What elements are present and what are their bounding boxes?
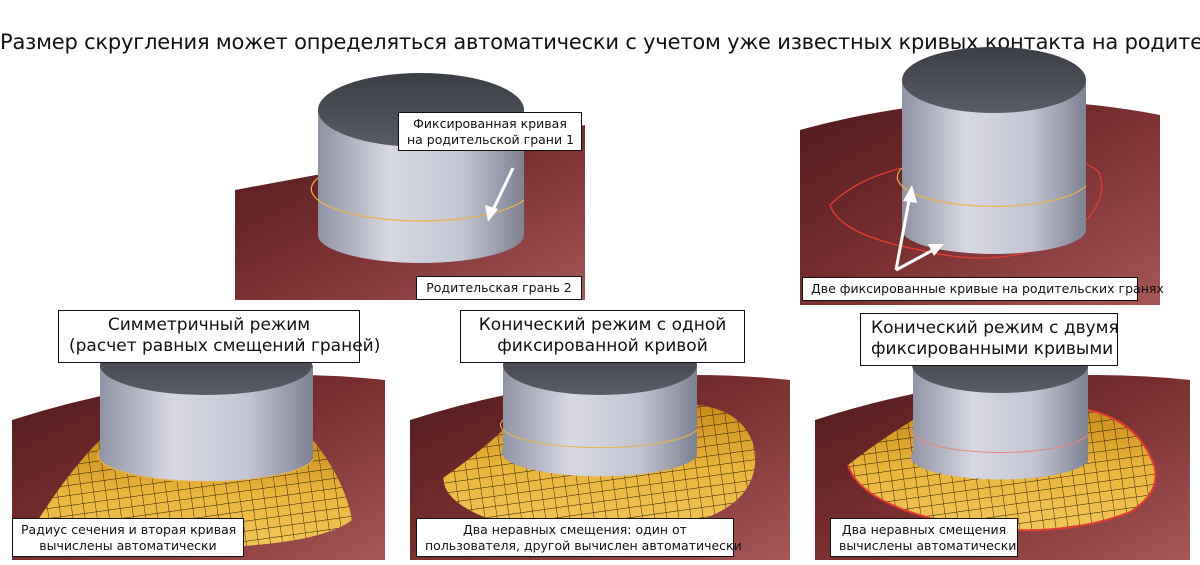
panel-fixed-curve: [235, 73, 585, 300]
symmetric-mode-title: Симметричный режим (расчет равных смещен…: [58, 310, 381, 363]
two-fixed-curves-text: Две фиксированные кривые на родительских…: [811, 281, 1164, 296]
cylinder-body-conic2: [910, 365, 1088, 480]
two-fixed-curves-label: Две фиксированные кривые на родительских…: [802, 277, 1164, 301]
arrow-line: [490, 167, 515, 213]
cylinder-curve-right: [896, 167, 1087, 208]
conic-one-title-line2: фиксированной кривой: [497, 336, 708, 357]
conic-one-note-line1: Два неравных смещения: один от: [463, 522, 687, 537]
conic-one-title: Конический режим с одной фиксированной к…: [460, 310, 745, 363]
symmetric-mode-title-line1: Симметричный режим: [107, 315, 311, 335]
contact-curve-sym: [97, 449, 314, 483]
fixed-curve: [310, 177, 525, 222]
arrow-line-2: [895, 247, 936, 272]
fixed-curve-cylinder: [910, 424, 1089, 453]
contact-curve-conic1: [500, 419, 698, 449]
parent-face-2-text: Родительская грань 2: [426, 280, 572, 295]
conic-two-note-line1: Два неравных смещения: [841, 522, 1007, 537]
fixed-curve-label-line2: на родительской грани 1: [407, 131, 575, 147]
cylinder-body-right: [902, 80, 1086, 254]
symmetric-note: Радиус сечения и вторая кривая вычислены…: [12, 518, 244, 558]
panel-two-fixed-curves: [800, 47, 1160, 306]
symmetric-note-line1: Радиус сечения и вторая кривая: [21, 522, 237, 537]
conic-two-note: Два неравных смещения вычислены автомати…: [830, 518, 1018, 558]
conic-two-title: Конический режим с двумя фиксированными …: [860, 313, 1119, 366]
parent-face-2-label: Родительская грань 2: [416, 276, 582, 300]
fixed-curve-label-line1: Фиксированная кривая: [413, 116, 567, 131]
fixed-curve-label: Фиксированная кривая на родительской гра…: [398, 112, 582, 152]
symmetric-note-line2: вычислены автоматически: [39, 537, 217, 553]
cylinder-body-sym: [98, 365, 313, 482]
fixed-curve-outer: [847, 409, 1157, 532]
symmetric-mode-title-line2: (расчет равных смещений граней): [69, 336, 381, 357]
conic-one-note: Два неравных смещения: один от пользоват…: [416, 518, 742, 558]
arrow-head-1: [903, 185, 917, 203]
arrow-head: [485, 205, 498, 222]
panel-conic-one: [410, 335, 790, 560]
panel-conic-two: [815, 337, 1190, 560]
arrow-line-1: [894, 194, 912, 271]
cylinder-top-right: [902, 47, 1086, 113]
arrow-head-2: [928, 244, 944, 256]
conic-one-note-line2: пользователя, другой вычислен автоматиче…: [425, 537, 742, 553]
conic-one-title-line1: Конический режим с одной: [478, 315, 727, 335]
conic-two-title-line1: Конический режим с двумя: [871, 318, 1119, 338]
conic-two-note-line2: вычислены автоматически: [839, 537, 1017, 553]
cylinder-body-conic1: [501, 365, 697, 477]
conic-two-title-line2: фиксированными кривыми: [871, 339, 1114, 360]
